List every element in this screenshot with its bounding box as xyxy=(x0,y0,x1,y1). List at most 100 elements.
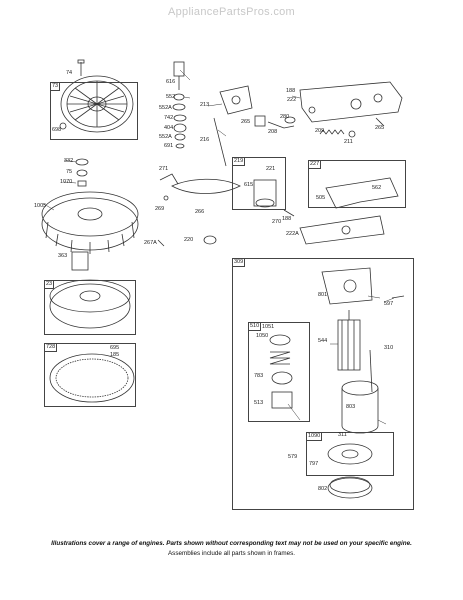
part-209-spring xyxy=(319,129,345,135)
part-266-cable xyxy=(171,178,241,194)
part-698 xyxy=(59,122,67,130)
part-265 xyxy=(254,115,266,127)
part-blower-housing xyxy=(60,75,134,133)
watermark: AppliancePartsPros.com xyxy=(167,6,296,18)
part-label: 505 xyxy=(316,195,326,201)
part-265-right xyxy=(375,117,385,127)
part-label: 222 xyxy=(287,97,297,103)
frame-label: 23 xyxy=(44,280,55,289)
part-label: 265 xyxy=(241,119,251,125)
part-label: 1070 xyxy=(60,179,73,185)
frame-label: 510 xyxy=(248,322,262,331)
part-label: 216 xyxy=(200,137,210,143)
part-label: 220 xyxy=(184,237,194,243)
part-216-rod xyxy=(213,117,227,167)
disclaimer-line-2: Assemblies include all parts shown in fr… xyxy=(167,550,296,557)
part-label: 222A xyxy=(286,231,299,237)
part-label: 311 xyxy=(338,432,347,438)
part-label: 1050 xyxy=(256,333,269,339)
frame-label: 728 xyxy=(44,343,58,352)
part-74-screw xyxy=(77,59,85,76)
part-label: 188 xyxy=(286,88,296,94)
frame-label: 227 xyxy=(308,160,322,169)
part-label: 280 xyxy=(280,114,290,120)
part-label: 1005 xyxy=(34,203,47,209)
part-column-616 xyxy=(172,61,187,149)
part-803-housing xyxy=(341,380,379,434)
part-label: 1051 xyxy=(262,324,275,330)
part-270 xyxy=(283,209,295,217)
part-label: 552 xyxy=(166,94,176,100)
part-label: 185 xyxy=(110,352,120,358)
part-222a xyxy=(299,215,385,245)
part-label: 269 xyxy=(155,206,165,212)
part-label: 562 xyxy=(372,185,382,191)
frame-label: 73 xyxy=(50,82,61,91)
part-222-panel xyxy=(299,81,403,123)
frame-label: 219 xyxy=(232,157,246,166)
part-208 xyxy=(267,121,295,129)
part-615-solenoid xyxy=(253,179,277,208)
part-label: 544 xyxy=(318,338,328,344)
part-label: 75 xyxy=(66,169,73,175)
part-label: 208 xyxy=(268,129,278,135)
part-label: 615 xyxy=(244,182,254,188)
part-211 xyxy=(348,130,356,138)
part-label: 211 xyxy=(344,139,353,145)
frame-1090: 1090 xyxy=(306,432,394,476)
part-label: 597 xyxy=(384,301,394,307)
frame-label: 1090 xyxy=(306,432,323,441)
part-label: 310 xyxy=(384,345,394,351)
part-label: 579 xyxy=(288,454,298,460)
part-label: 74 xyxy=(66,70,73,76)
part-label: 695 xyxy=(110,345,120,351)
part-544-armature xyxy=(337,310,361,371)
part-label: 267A xyxy=(144,240,157,246)
part-363 xyxy=(71,251,89,271)
part-728-ring xyxy=(49,353,135,403)
part-label: 332 xyxy=(64,158,74,164)
part-label: 270 xyxy=(272,219,282,225)
part-label: 209 xyxy=(315,128,325,134)
part-510-drive xyxy=(269,334,293,409)
part-label: 698 xyxy=(52,127,62,133)
part-label: 265 xyxy=(375,125,385,131)
part-label: 188 xyxy=(282,216,292,222)
part-label: 783 xyxy=(254,373,264,379)
part-label: 803 xyxy=(346,404,356,410)
part-597 xyxy=(391,295,405,299)
part-271 xyxy=(159,173,179,185)
part-label: 616 xyxy=(166,79,176,85)
part-1090-brushplate xyxy=(327,443,373,465)
part-label: 691 xyxy=(164,143,174,149)
disclaimer-line-1: Illustrations cover a range of engines. … xyxy=(51,540,412,547)
part-23-plate xyxy=(49,279,131,329)
part-227-bracket xyxy=(325,177,399,209)
frame-73: 73 xyxy=(50,82,138,140)
part-label: 552A xyxy=(159,105,172,111)
part-280 xyxy=(284,116,296,124)
part-label: 266 xyxy=(195,209,205,215)
part-802-endcap xyxy=(327,476,373,499)
part-label: 213 xyxy=(200,102,210,108)
frame-227: 227 xyxy=(308,160,406,208)
part-label: 513 xyxy=(254,400,264,406)
part-label: 742 xyxy=(164,115,174,121)
part-75 xyxy=(76,169,88,177)
frame-309: 309 xyxy=(232,258,414,510)
frame-label: 309 xyxy=(232,258,246,267)
part-label: 552A xyxy=(159,134,172,140)
part-220 xyxy=(203,235,217,245)
part-label: 271 xyxy=(159,166,169,172)
frame-510: 510 xyxy=(248,322,310,422)
part-332 xyxy=(75,158,89,166)
part-269 xyxy=(163,195,169,201)
frame-23: 23 xyxy=(44,280,136,335)
part-label: 801 xyxy=(318,292,328,298)
part-213-bracket xyxy=(219,85,253,115)
part-1070 xyxy=(77,180,87,187)
part-801-housing xyxy=(321,267,373,305)
part-267a xyxy=(157,239,165,247)
part-label: 802 xyxy=(318,486,328,492)
